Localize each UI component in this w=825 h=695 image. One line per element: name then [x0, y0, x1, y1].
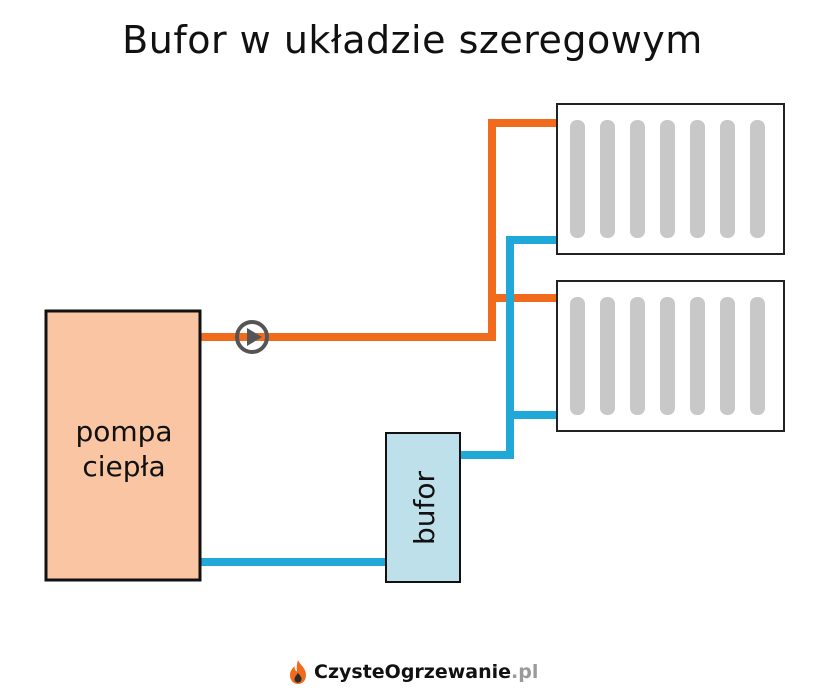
radiator-fin	[720, 297, 735, 415]
radiator-fin	[720, 120, 735, 238]
circulation-pump-icon	[235, 320, 269, 354]
radiator-fin	[750, 120, 765, 238]
radiator-top-fins	[570, 120, 765, 238]
radiator-fin	[570, 120, 585, 238]
radiator-fin	[630, 297, 645, 415]
radiator-fin	[750, 297, 765, 415]
radiator-fin	[660, 120, 675, 238]
radiator-top	[556, 103, 785, 255]
radiator-fin	[660, 297, 675, 415]
brand-name: CzysteOgrzewanie.pl	[314, 661, 538, 683]
flame-icon	[290, 660, 306, 684]
brand-name-text: CzysteOgrzewanie	[314, 661, 512, 683]
buffer-label: bufor	[408, 471, 441, 546]
buffer-tank: bufor	[385, 432, 461, 583]
cold-return-pipes	[200, 236, 557, 566]
heat-pump-box	[44, 309, 202, 582]
buffer-box	[385, 432, 461, 583]
radiator-fin	[570, 297, 585, 415]
radiator-bottom	[556, 280, 785, 432]
heat-pump-label-line1: pompa	[75, 415, 172, 448]
radiator-bottom-fins	[570, 297, 765, 415]
heat-pump: pompa ciepła	[44, 309, 202, 582]
radiator-fin	[600, 297, 615, 415]
brand-logo: CzysteOgrzewanie.pl	[288, 658, 538, 686]
heat-pump-label-line2: ciepła	[82, 450, 165, 483]
radiator-fin	[690, 297, 705, 415]
hot-pipe-main	[200, 119, 557, 341]
radiator-fin	[600, 120, 615, 238]
brand-tld: .pl	[511, 661, 539, 683]
cold-pipe-radiator-return	[460, 236, 557, 459]
radiator-fin	[690, 120, 705, 238]
diagram-title: Bufor w układzie szeregowym	[122, 18, 703, 62]
radiator-fin	[630, 120, 645, 238]
hot-supply-pipes	[200, 119, 557, 341]
